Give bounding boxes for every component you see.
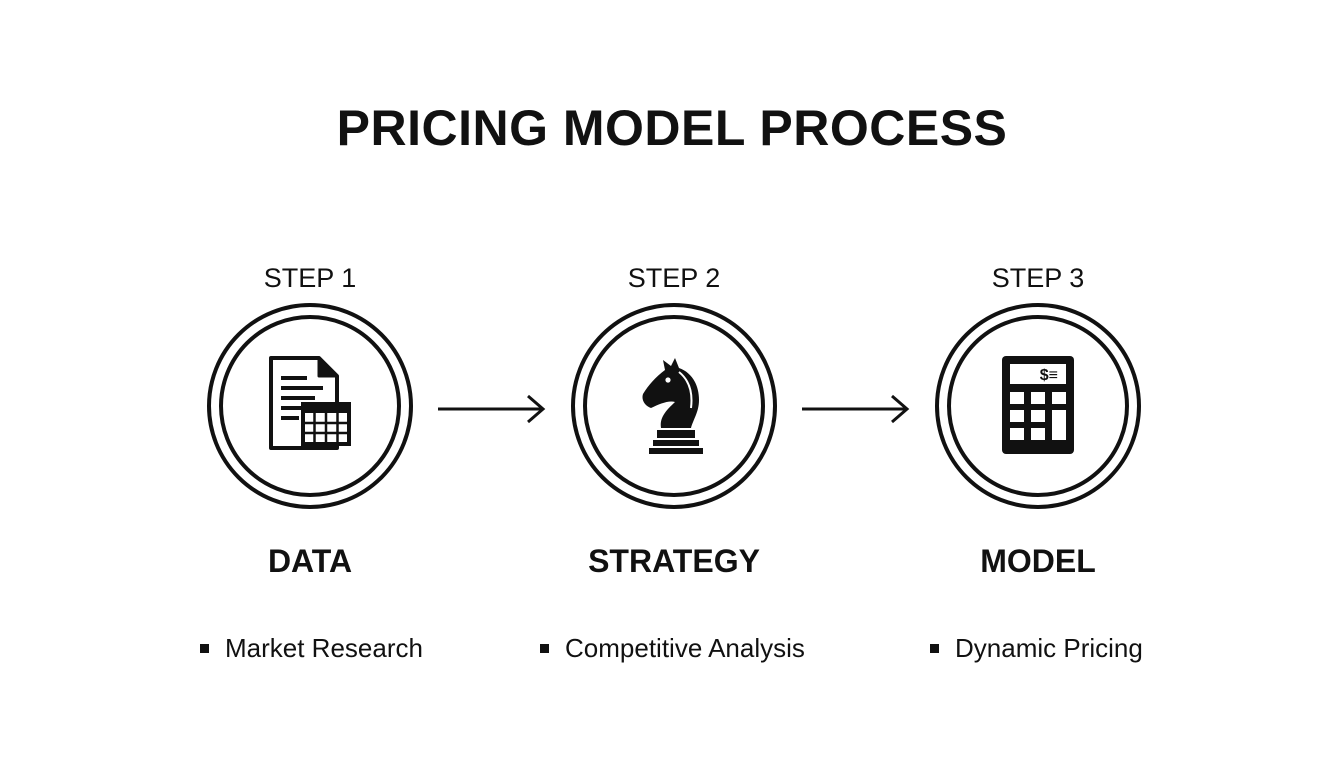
step-strategy: STEP 2 STRATEGY	[544, 258, 804, 583]
step-circle-inner	[583, 315, 765, 497]
calculator-display: $≡	[1040, 367, 1058, 384]
bullet-square-icon	[200, 643, 209, 653]
bullet-item: Market Research	[200, 630, 423, 666]
bullet-item: Dynamic Pricing	[930, 630, 1143, 666]
step-circle: $≡	[935, 303, 1141, 509]
bullet-text: Market Research	[225, 633, 423, 663]
arrow-right-icon	[802, 394, 910, 424]
step-circle	[571, 303, 777, 509]
step-model: STEP 3 $≡ MODEL	[908, 258, 1168, 583]
diagram-title: PRICING MODEL PROCESS	[336, 100, 1008, 156]
step-circle-inner	[219, 315, 401, 497]
step-label: STEP 3	[991, 263, 1085, 293]
bullet-item: Competitive Analysis	[540, 630, 805, 666]
chess-knight-icon	[642, 358, 703, 454]
step-label: STEP 1	[263, 263, 357, 293]
step-name: MODEL	[980, 543, 1096, 579]
step-label: STEP 2	[627, 263, 721, 293]
document-spreadsheet-icon	[269, 356, 351, 450]
step-name: STRATEGY	[588, 543, 760, 579]
step-circle	[207, 303, 413, 509]
bullet-square-icon	[930, 643, 939, 653]
bullet-square-icon	[540, 643, 549, 653]
step-data: STEP 1 DATA	[180, 258, 440, 583]
step-name: DATA	[267, 543, 353, 579]
step-circle-inner	[947, 315, 1129, 497]
bullet-text: Dynamic Pricing	[955, 633, 1143, 663]
bullet-text: Competitive Analysis	[565, 633, 805, 663]
arrow-right-icon	[438, 394, 546, 424]
calculator-icon: $≡	[1002, 356, 1074, 454]
